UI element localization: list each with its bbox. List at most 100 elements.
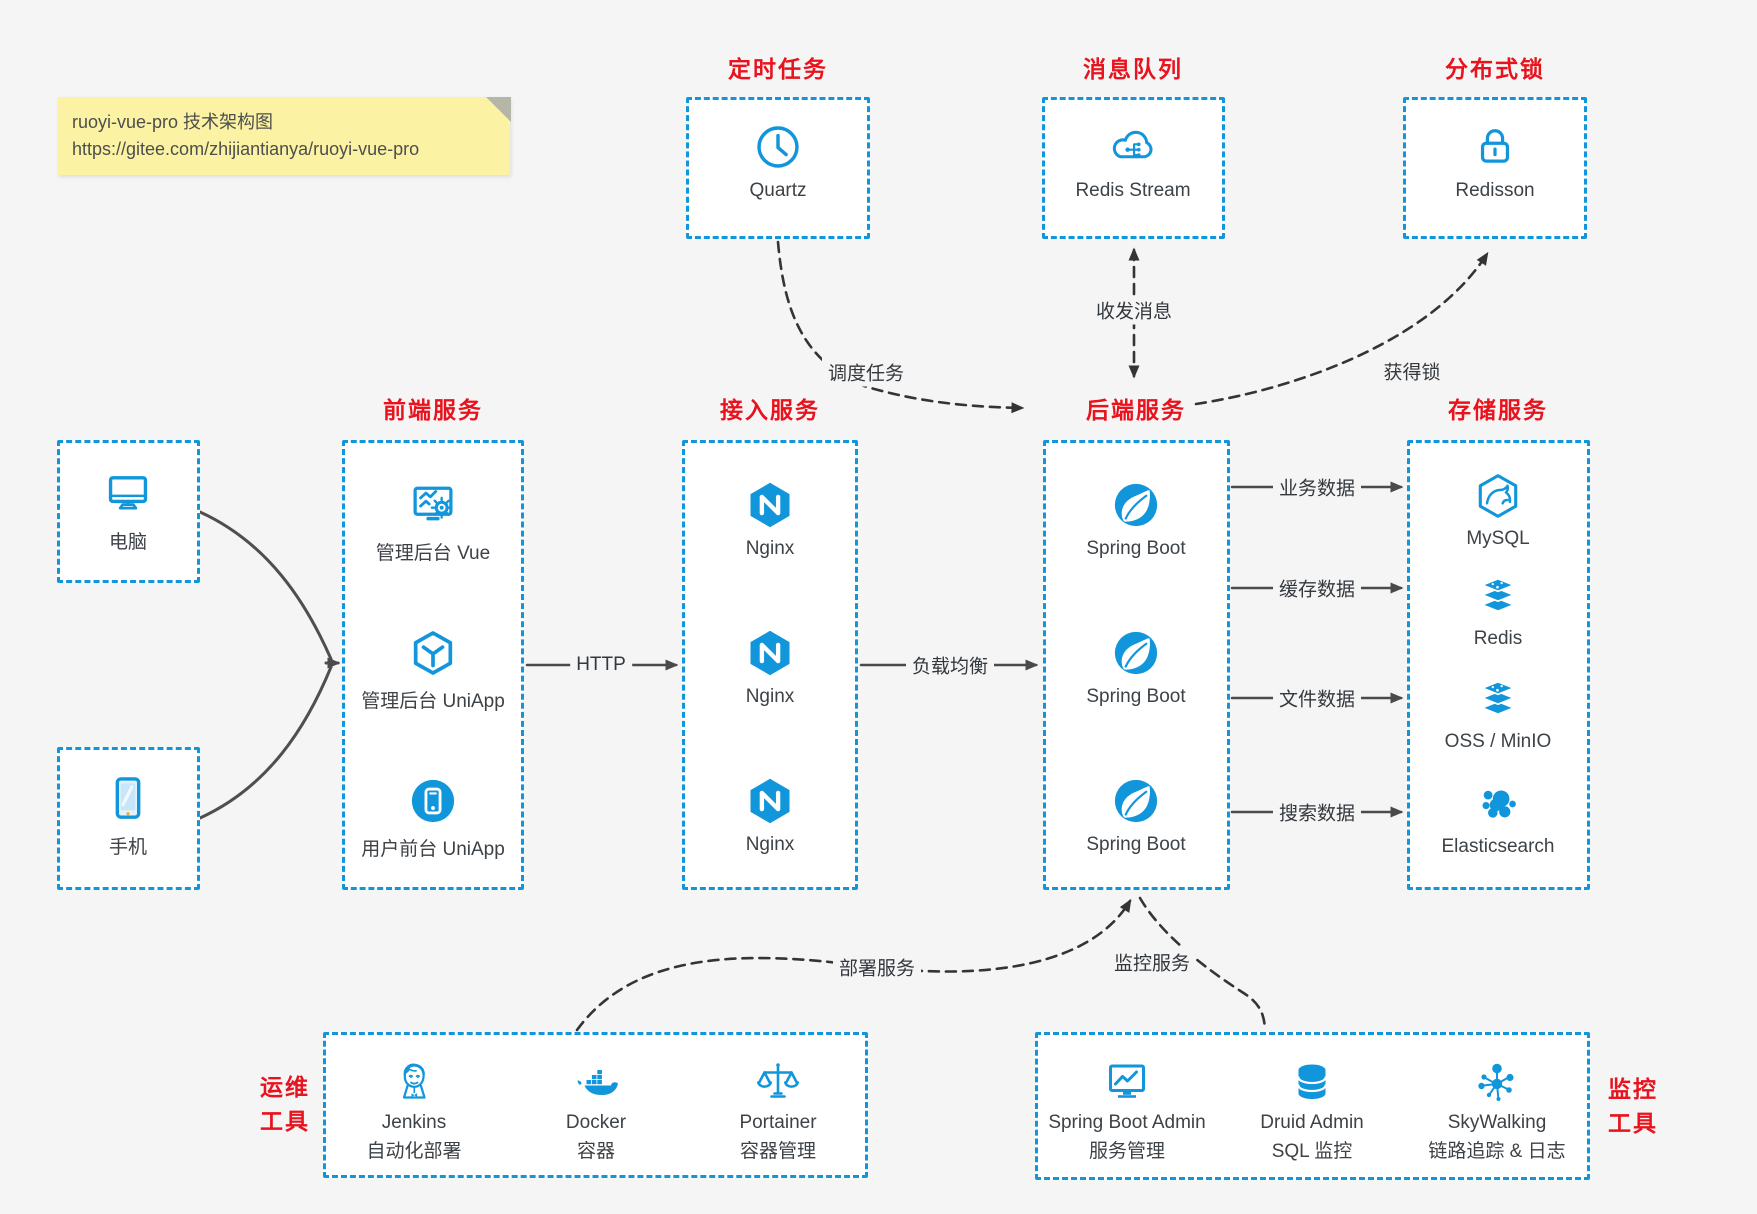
distributed-lock-box	[1403, 97, 1587, 239]
message-queue-box	[1042, 97, 1225, 239]
jenkins-icon	[402, 1063, 426, 1099]
node-label: 用户前台 UniApp	[361, 839, 505, 860]
mysql-icon	[1478, 474, 1518, 518]
node-label: Nginx	[745, 538, 795, 559]
nginx-icon	[750, 778, 790, 824]
group-title-monitor-line2: 工具	[1608, 1110, 1658, 1136]
spring-boot-icon	[1114, 483, 1158, 527]
node-sublabel: 容器	[576, 1141, 615, 1162]
node-label: Docker	[565, 1112, 627, 1133]
group-title-ops-line1: 运维	[260, 1074, 310, 1100]
edge-label-http: HTTP	[570, 653, 632, 677]
spring-boot-icon	[1114, 631, 1158, 675]
node-jenkins: Jenkins 自动化部署	[314, 1057, 514, 1163]
edge-label-deploy: 部署服务	[832, 952, 922, 982]
edge-label-file: 文件数据	[1272, 683, 1362, 713]
skywalking-icon	[1478, 1063, 1514, 1101]
node-label: 电脑	[108, 532, 147, 553]
group-title-backend: 后端服务	[1086, 397, 1186, 423]
node-spring-boot-2: Spring Boot	[1036, 627, 1236, 708]
group-title-monitor-line1: 监控	[1608, 1076, 1658, 1102]
node-elasticsearch: Elasticsearch	[1398, 779, 1598, 858]
node-sublabel: 服务管理	[1088, 1141, 1165, 1162]
node-label: Redis Stream	[1075, 180, 1191, 201]
node-sublabel: SQL 监控	[1271, 1141, 1353, 1162]
node-label: Druid Admin	[1260, 1112, 1364, 1133]
portainer-icon	[757, 1063, 799, 1098]
node-label: Jenkins	[381, 1112, 447, 1133]
node-skywalking: SkyWalking 链路追踪 & 日志	[1397, 1057, 1597, 1163]
edge-label-schedule: 调度任务	[821, 357, 911, 387]
node-sublabel: 自动化部署	[366, 1141, 462, 1162]
node-label: Nginx	[745, 686, 795, 707]
node-quartz: Quartz	[678, 121, 878, 202]
edge-label-search: 搜索数据	[1272, 797, 1362, 827]
clock-icon	[757, 126, 799, 168]
group-title-frontend: 前端服务	[383, 397, 483, 423]
user-app-icon	[411, 779, 455, 823]
docker-icon	[577, 1070, 618, 1095]
desktop-icon	[108, 476, 148, 510]
group-title-ops-line2: 工具	[260, 1108, 310, 1134]
node-label: 管理后台 UniApp	[361, 691, 505, 712]
node-label: SkyWalking	[1447, 1112, 1547, 1133]
druid-icon	[1297, 1064, 1327, 1099]
note-title: ruoyi-vue-pro 技术架构图	[72, 112, 274, 132]
node-pc: 电脑	[28, 466, 228, 554]
edge-label-monitor: 监控服务	[1107, 947, 1197, 977]
elasticsearch-icon	[1482, 790, 1516, 818]
pc-client-box	[57, 440, 200, 583]
node-nginx-2: Nginx	[670, 627, 870, 708]
node-nginx-1: Nginx	[670, 479, 870, 560]
node-label: Redisson	[1455, 180, 1535, 201]
group-title-distributed-lock: 分布式锁	[1445, 56, 1545, 82]
cloud-network-icon	[1112, 130, 1153, 159]
node-redis: Redis	[1398, 571, 1598, 650]
node-label: Spring Boot Admin	[1048, 1112, 1206, 1133]
monitor-tools-box	[1035, 1032, 1590, 1180]
node-sublabel: 容器管理	[739, 1141, 816, 1162]
phone-icon	[115, 777, 141, 819]
node-admin-uniapp: 管理后台 UniApp	[333, 627, 533, 713]
node-nginx-3: Nginx	[670, 775, 870, 856]
group-title-storage: 存储服务	[1448, 397, 1548, 423]
edge-monitor	[1138, 896, 1267, 1031]
edge-phone-to-frontend	[198, 665, 333, 820]
node-label: Spring Boot	[1086, 538, 1186, 559]
node-mysql: MySQL	[1398, 471, 1598, 550]
node-phone: 手机	[28, 771, 228, 859]
node-label: 管理后台 Vue	[375, 543, 491, 564]
node-sublabel: 链路追踪 & 日志	[1428, 1141, 1566, 1162]
edge-lock	[1194, 251, 1489, 406]
redis-icon	[1481, 577, 1515, 612]
node-label: OSS / MinIO	[1444, 731, 1552, 752]
node-label: Spring Boot	[1086, 834, 1186, 855]
lock-icon	[1480, 129, 1510, 163]
group-title-scheduled-tasks: 定时任务	[728, 56, 828, 82]
edge-label-business: 业务数据	[1272, 472, 1362, 502]
node-oss-minio: OSS / MinIO	[1398, 674, 1598, 753]
sticky-note: ruoyi-vue-pro 技术架构图 https://gitee.com/zh…	[58, 97, 510, 175]
edge-label-message: 收发消息	[1089, 295, 1179, 325]
admin-vue-icon	[413, 486, 453, 521]
ops-tools-box	[323, 1032, 868, 1178]
spring-boot-admin-icon	[1109, 1064, 1145, 1098]
node-druid-admin: Druid Admin SQL 监控	[1212, 1057, 1412, 1163]
node-label: 手机	[108, 837, 147, 858]
node-redisson: Redisson	[1395, 121, 1595, 202]
node-label: Portainer	[739, 1112, 817, 1133]
node-redis-stream: Redis Stream	[1033, 121, 1233, 202]
node-label: Quartz	[749, 180, 807, 201]
node-label: Redis	[1473, 628, 1523, 649]
node-spring-boot-admin: Spring Boot Admin 服务管理	[1027, 1057, 1227, 1163]
edge-label-lock: 获得锁	[1377, 356, 1447, 386]
node-spring-boot-1: Spring Boot	[1036, 479, 1236, 560]
node-spring-boot-3: Spring Boot	[1036, 775, 1236, 856]
spring-boot-icon	[1114, 779, 1158, 823]
group-title-gateway: 接入服务	[720, 397, 820, 423]
node-label: Elasticsearch	[1441, 836, 1555, 857]
node-label: Nginx	[745, 834, 795, 855]
object-storage-icon	[1481, 680, 1515, 715]
scheduled-tasks-box	[686, 97, 870, 239]
